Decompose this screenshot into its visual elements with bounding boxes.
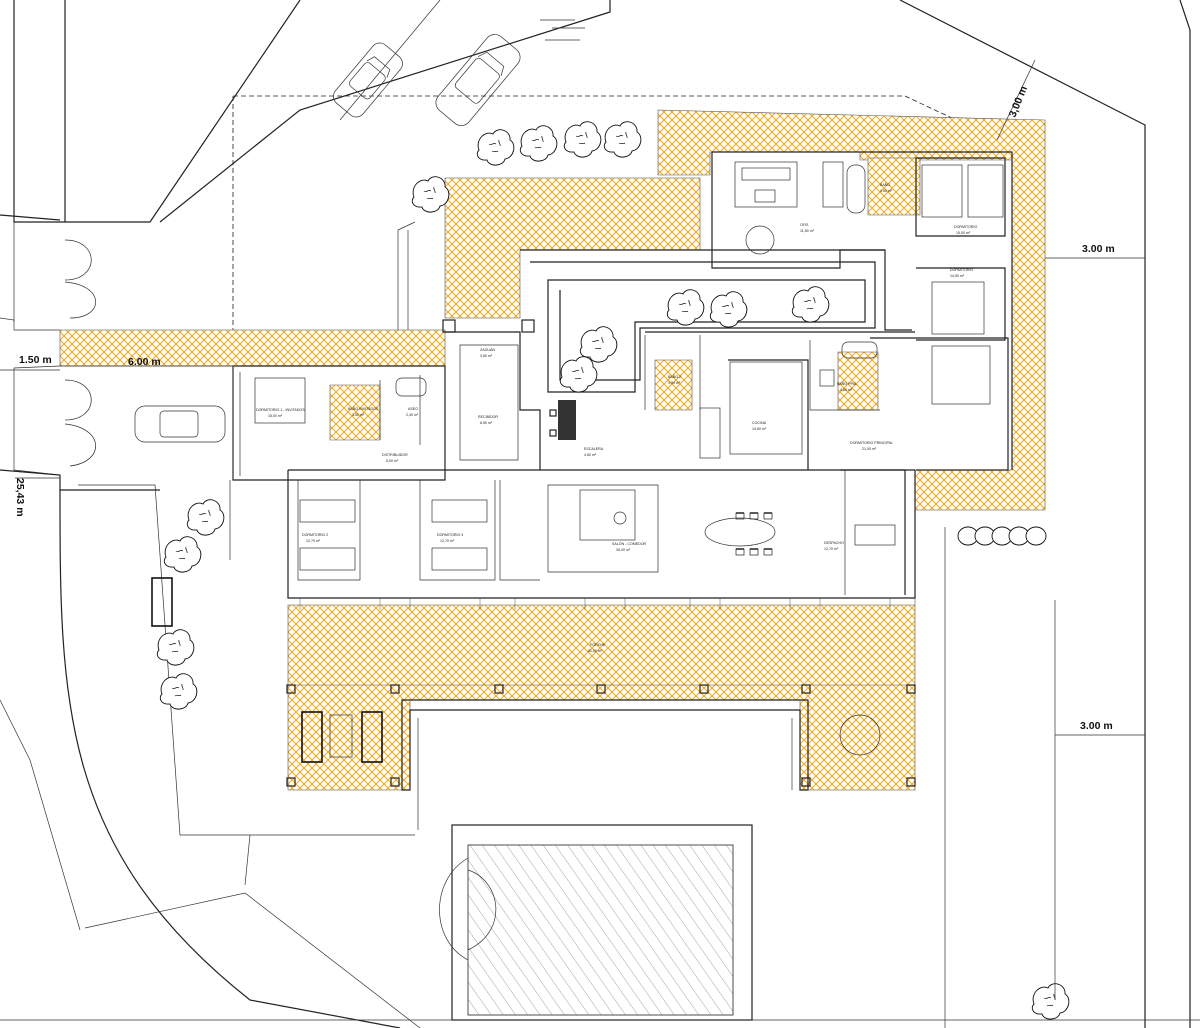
dim-left-boundary: 25,43 m: [14, 478, 26, 517]
swimming-pool: [401, 699, 809, 1021]
area-dormitorio-2: 12,70 m²: [306, 539, 321, 543]
label-dormitorio-2: DORMITORIO 2: [302, 533, 328, 537]
label-dormitorio-invitados: DORMITORIO 1 - INVITADOS: [256, 408, 305, 412]
label-recibidor: RECIBIDOR: [478, 415, 498, 419]
label-bano-2: BAÑO 2: [668, 374, 681, 379]
area-ofis: 11,50 m²: [800, 229, 815, 233]
area-bano-principal: 4,80 m²: [840, 388, 853, 392]
room-labels: SALÓN - COMEDOR 35,00 m² COCINA 14,60 m²…: [256, 182, 977, 653]
label-distribuidor: DISTRIBUIDOR: [382, 453, 408, 457]
building-walls: [232, 151, 1013, 599]
gate-arcs: [64, 239, 96, 467]
dim-setback-right-bottom: 3.00 m: [1080, 720, 1113, 732]
area-dormitorio-3: 12,70 m²: [440, 539, 455, 543]
area-salon-comedor: 35,00 m²: [616, 548, 631, 552]
label-dormitorio-3: DORMITORIO 3: [437, 533, 463, 537]
area-bano-2: 3,90 m²: [668, 381, 681, 385]
label-bano-3: BAÑO: [880, 182, 890, 187]
label-dormitorio-5: DORMITORIO: [950, 268, 973, 272]
label-cocina: COCINA: [752, 421, 767, 425]
area-bano-invitados: 3,50 m²: [352, 413, 365, 417]
label-salon-comedor: SALÓN - COMEDOR: [612, 541, 647, 546]
area-dormitorio-invitados: 15,00 m²: [268, 414, 283, 418]
area-dormitorio-5: 14,50 m²: [950, 274, 965, 278]
area-distribuidor: 5,00 m²: [386, 459, 399, 463]
dim-access-width: 1.50 m: [19, 354, 52, 366]
area-aseo: 2,40 m²: [406, 413, 419, 417]
trees: [156, 121, 1070, 1020]
area-cocina: 14,60 m²: [752, 427, 767, 431]
furniture: [151, 161, 1004, 763]
label-despacho: DESPACHO: [824, 541, 844, 545]
area-escalera: 4,60 m²: [584, 453, 597, 457]
label-porche: PORCHE: [590, 643, 606, 647]
label-dormitorio-4: DORMITORIO: [954, 225, 977, 229]
area-zaguan: 3,60 m²: [480, 354, 493, 358]
label-escalera: ESCALERA: [584, 447, 604, 451]
area-porche: 81,00 m²: [588, 649, 603, 653]
area-dormitorio-4: 15,00 m²: [956, 231, 971, 235]
dim-setback-right-top: 3.00 m: [1082, 243, 1115, 255]
label-bano-principal: BAÑO PPAL.: [837, 381, 858, 386]
dimension-lines: [0, 59, 1145, 1000]
area-recibidor: 6,50 m²: [480, 421, 493, 425]
parked-cars: [134, 19, 585, 443]
label-dormitorio-principal: DORMITORIO PRINCIPAL: [850, 441, 893, 445]
dim-driveway-length: 6.00 m: [128, 356, 161, 368]
facade-openings: [286, 598, 916, 787]
area-despacho: 12,70 m²: [824, 547, 839, 551]
label-aseo: ASEO: [408, 407, 418, 411]
label-ofis: OFIS: [800, 223, 809, 227]
terraces: [59, 109, 1046, 791]
dim-setback-top-diagonal: 3,00 m: [1007, 84, 1030, 119]
label-bano-invitados: BAÑO INVITADOS: [348, 406, 379, 411]
area-dormitorio-principal: 21,00 m²: [862, 447, 877, 451]
area-bano-3: 4,50 m²: [880, 189, 893, 193]
label-zaguan: ZAGUÁN: [480, 348, 495, 352]
